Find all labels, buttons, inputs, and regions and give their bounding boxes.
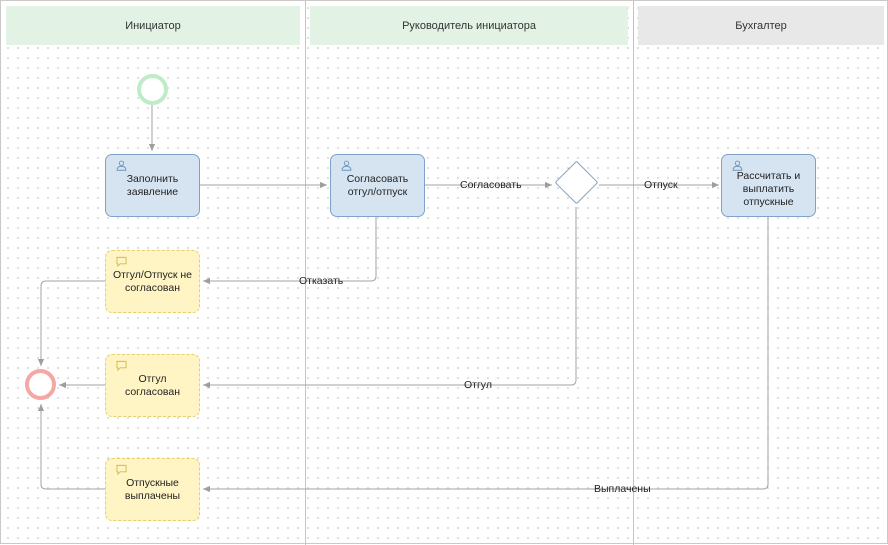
lane-header-initiator: Инициатор — [6, 6, 300, 45]
start-event[interactable] — [137, 74, 168, 105]
message-icon — [116, 360, 127, 371]
task-label: Заполнить заявление — [126, 172, 179, 198]
flow-calc-to-paid — [203, 217, 769, 493]
lane-separator — [633, 1, 634, 545]
flow-approve-to-rejected — [203, 217, 377, 285]
flow-label-reject: Отказать — [299, 275, 344, 287]
flow-label-dayoff: Отгул — [464, 379, 492, 391]
task-approve-leave[interactable]: Согласовать отгул/отпуск — [330, 154, 425, 217]
task-label: Рассчитать и выплатить отпускные — [736, 170, 801, 208]
task-label: Отпускные выплачены — [124, 476, 181, 502]
lane-header-accountant: Бухгалтер — [638, 6, 884, 45]
task-label: Согласовать отгул/отпуск — [346, 172, 409, 198]
task-calculate-pay[interactable]: Рассчитать и выплатить отпускные — [721, 154, 816, 217]
user-icon — [341, 160, 352, 171]
flow-label-paid: Выплачены — [594, 483, 651, 495]
message-icon — [116, 256, 127, 267]
task-label: Отгул/Отпуск не согласован — [112, 268, 193, 294]
message-icon — [116, 464, 127, 475]
flow-rejected-to-end — [37, 280, 105, 366]
end-event[interactable] — [25, 369, 56, 400]
flow-label-approve: Согласовать — [460, 179, 522, 191]
user-icon — [116, 160, 127, 171]
task-leave-not-approved[interactable]: Отгул/Отпуск не согласован — [105, 250, 200, 313]
lane-header-manager: Руководитель инициатора — [310, 6, 628, 45]
lane-separator — [305, 1, 306, 545]
task-label: Отгул согласован — [124, 372, 181, 398]
user-icon — [732, 160, 743, 171]
flow-gateway-to-dayoff — [203, 207, 577, 389]
task-fill-application[interactable]: Заполнить заявление — [105, 154, 200, 217]
flow-label-leave: Отпуск — [644, 179, 678, 191]
task-vacation-pay-paid[interactable]: Отпускные выплачены — [105, 458, 200, 521]
flow-paid-to-end — [37, 404, 105, 490]
task-dayoff-approved[interactable]: Отгул согласован — [105, 354, 200, 417]
